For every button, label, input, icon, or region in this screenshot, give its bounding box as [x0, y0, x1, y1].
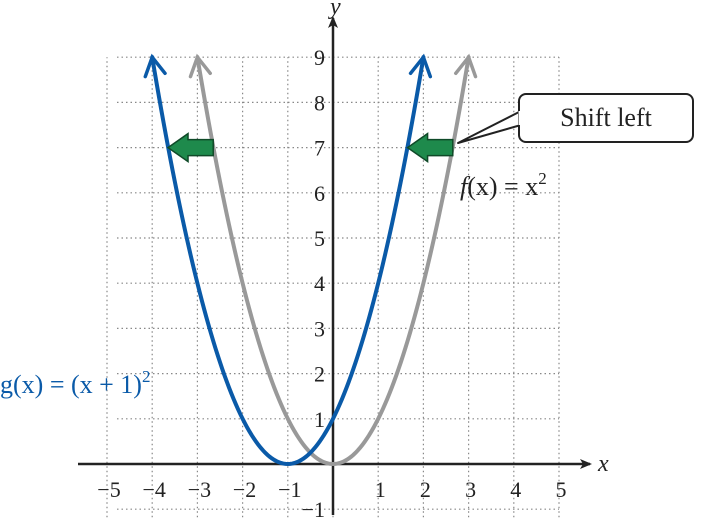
x-tick-label: −5 — [97, 477, 120, 502]
x-tick-label: 4 — [510, 477, 521, 502]
g-curve-arrowhead — [408, 53, 433, 79]
f-curve-arrowhead — [188, 53, 212, 79]
y-tick-label: 6 — [314, 181, 325, 206]
g-curve-arrowhead — [143, 53, 167, 79]
y-tick-label: 2 — [314, 362, 325, 387]
x-tick-label: 1 — [375, 477, 386, 502]
y-tick-label: 9 — [314, 45, 325, 70]
callout-text: Shift left — [560, 103, 652, 132]
f-label: f(x) = x2 — [460, 169, 547, 201]
x-tick-label: −3 — [188, 477, 211, 502]
y-tick-label: 5 — [314, 226, 325, 251]
shift-left-arrow — [406, 132, 454, 164]
y-tick-label: 4 — [314, 271, 325, 296]
x-tick-label: 5 — [556, 477, 567, 502]
callout-pointer — [457, 110, 522, 144]
x-tick-label: 2 — [420, 477, 431, 502]
y-tick-label: 8 — [314, 90, 325, 115]
tick-labels: −5 −4 −3 −2 −1 1 2 3 4 5 −1 1 2 3 4 5 6 7 8 9 — [97, 45, 566, 519]
y-tick-label: 7 — [314, 136, 325, 161]
y-tick-label: 1 — [314, 407, 325, 432]
g-label: g(x) = (x + 1)2 — [0, 367, 150, 399]
series — [143, 53, 478, 467]
y-tick-label: 3 — [314, 316, 325, 341]
shift-left-arrow — [166, 132, 214, 164]
g-curve — [150, 55, 426, 467]
f-curve — [195, 55, 471, 467]
x-tick-label: −1 — [278, 477, 301, 502]
x-tick-label: −4 — [142, 477, 165, 502]
shift-arrows — [166, 132, 454, 164]
f-curve-arrowhead — [454, 53, 478, 79]
x-tick-label: −2 — [233, 477, 256, 502]
x-axis-label: x — [597, 451, 609, 477]
y-axis-label: y — [328, 0, 341, 20]
x-tick-label: 3 — [465, 477, 476, 502]
y-tick-label: −1 — [302, 497, 325, 519]
